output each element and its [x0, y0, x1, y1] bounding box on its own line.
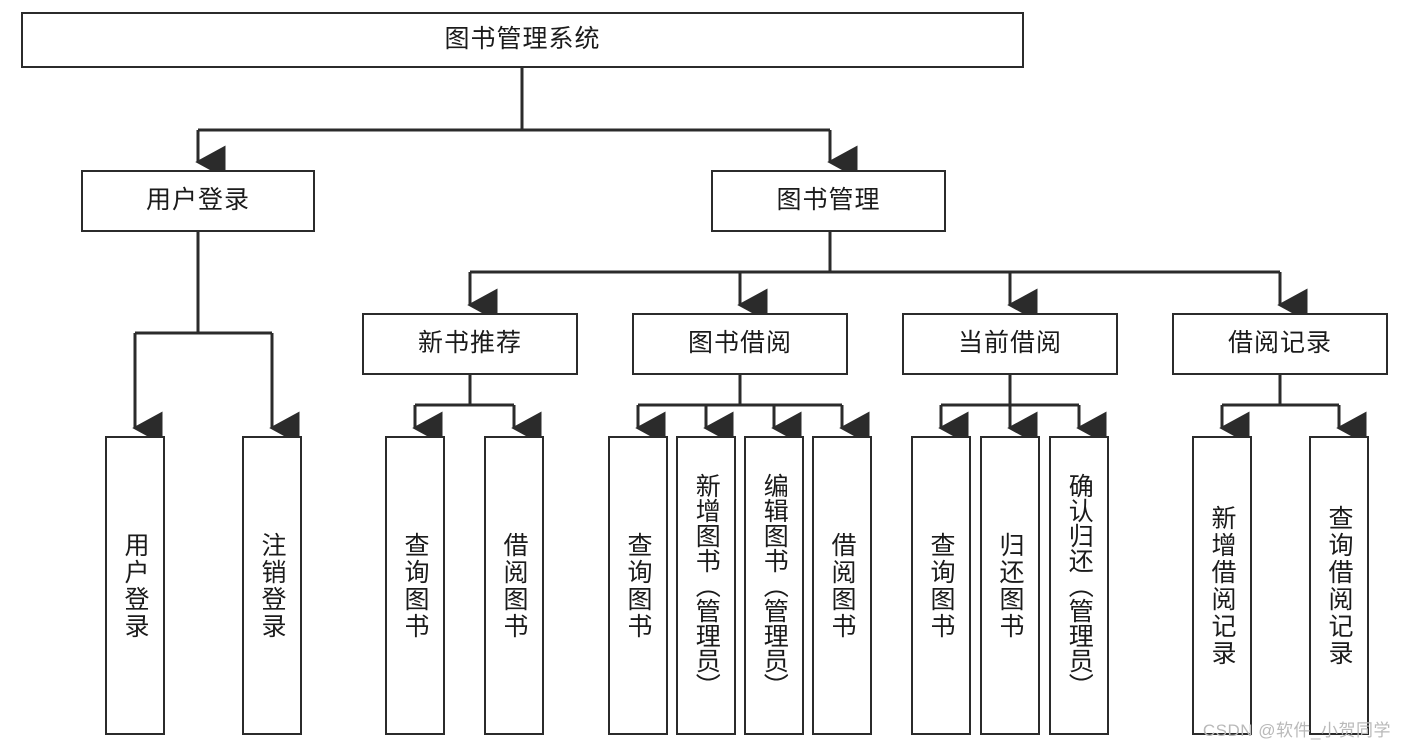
- node-leaf-confirm-return[interactable]: 确认归还（管理员）: [1049, 436, 1109, 735]
- node-leaf-borrow-book-1-label: 借阅图书: [500, 531, 528, 640]
- node-book-management[interactable]: 图书管理: [711, 170, 946, 232]
- node-new-book-recommend-label: 新书推荐: [417, 329, 522, 358]
- node-current-borrow-label: 当前借阅: [957, 329, 1062, 358]
- node-new-book-recommend[interactable]: 新书推荐: [362, 313, 578, 375]
- node-leaf-query-record-label: 查询借阅记录: [1325, 504, 1353, 667]
- node-root-label: 图书管理系统: [444, 25, 601, 54]
- node-leaf-add-record-label: 新增借阅记录: [1208, 504, 1236, 667]
- node-book-management-label: 图书管理: [776, 186, 881, 215]
- node-leaf-borrow-book-1[interactable]: 借阅图书: [484, 436, 544, 735]
- node-leaf-query-record[interactable]: 查询借阅记录: [1309, 436, 1369, 735]
- node-user-login-label: 用户登录: [145, 186, 250, 215]
- node-borrow-record-label: 借阅记录: [1227, 329, 1332, 358]
- node-leaf-borrow-book-2[interactable]: 借阅图书: [812, 436, 872, 735]
- node-leaf-edit-book[interactable]: 编辑图书（管理员）: [744, 436, 804, 735]
- node-leaf-add-book-label: 新增图书（管理员）: [692, 473, 721, 698]
- node-leaf-user-login-label: 用户登录: [121, 531, 149, 640]
- node-current-borrow[interactable]: 当前借阅: [902, 313, 1118, 375]
- node-leaf-edit-book-label: 编辑图书（管理员）: [760, 473, 789, 698]
- node-leaf-query-book-2[interactable]: 查询图书: [608, 436, 668, 735]
- node-leaf-user-logout[interactable]: 注销登录: [242, 436, 302, 735]
- node-leaf-query-book-3-label: 查询图书: [927, 531, 955, 640]
- node-leaf-add-record[interactable]: 新增借阅记录: [1192, 436, 1252, 735]
- node-leaf-query-book-3[interactable]: 查询图书: [911, 436, 971, 735]
- node-leaf-query-book-1[interactable]: 查询图书: [385, 436, 445, 735]
- node-leaf-add-book[interactable]: 新增图书（管理员）: [676, 436, 736, 735]
- node-book-borrow-label: 图书借阅: [687, 329, 792, 358]
- node-borrow-record[interactable]: 借阅记录: [1172, 313, 1388, 375]
- node-user-login[interactable]: 用户登录: [81, 170, 315, 232]
- node-leaf-query-book-1-label: 查询图书: [401, 531, 429, 640]
- node-leaf-user-login[interactable]: 用户登录: [105, 436, 165, 735]
- watermark: CSDN @软件_小贺同学: [1202, 721, 1391, 740]
- node-leaf-user-logout-label: 注销登录: [258, 531, 286, 640]
- node-leaf-query-book-2-label: 查询图书: [624, 531, 652, 640]
- node-leaf-confirm-return-label: 确认归还（管理员）: [1065, 473, 1094, 698]
- node-root[interactable]: 图书管理系统: [21, 12, 1024, 68]
- node-leaf-borrow-book-2-label: 借阅图书: [828, 531, 856, 640]
- node-leaf-return-book[interactable]: 归还图书: [980, 436, 1040, 735]
- node-leaf-return-book-label: 归还图书: [996, 531, 1024, 640]
- node-book-borrow[interactable]: 图书借阅: [632, 313, 848, 375]
